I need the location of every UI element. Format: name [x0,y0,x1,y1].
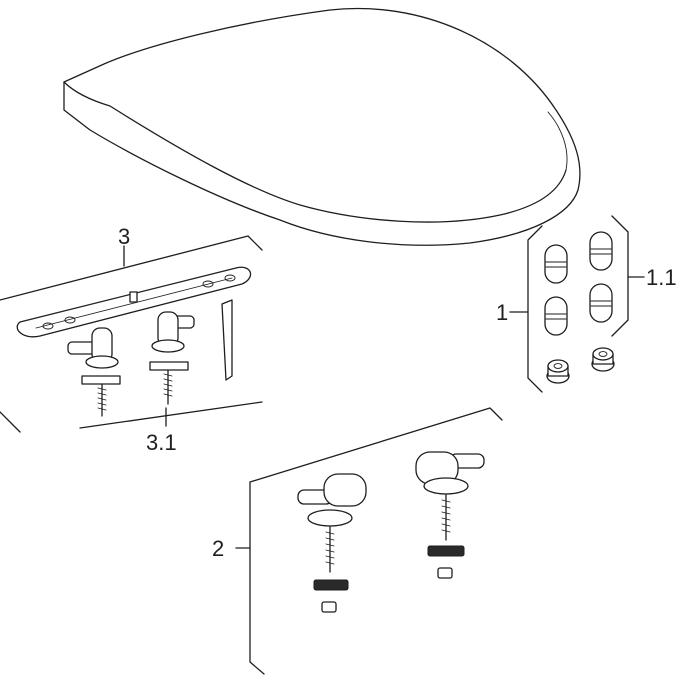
mounting-set-group-3 [0,235,263,433]
group-2-frame [249,407,503,675]
hinge-3-1 [149,311,195,405]
group-3-frame [0,235,263,433]
buffer-group-1 [509,215,645,393]
hinge-group-2 [235,407,503,675]
buffer-pad [589,231,613,271]
hinge-3-1 [67,327,121,417]
mounting-plate [16,266,252,338]
hex-key [221,299,233,381]
cap-nut [546,359,570,384]
label-part-3: 3 [118,224,130,249]
toilet-seat-lid [63,7,581,246]
label-part-3-1: 3.1 [146,430,177,455]
cap-nut [591,347,615,372]
hinge-post [297,473,367,613]
label-part-1-1: 1.1 [646,265,677,290]
buffer-pad [544,244,568,284]
label-part-1: 1 [496,300,508,325]
label-part-2: 2 [212,536,224,561]
group-1-bracket [527,225,543,393]
buffer-pad [544,296,568,336]
group-1-1-bracket [611,215,629,337]
hinge-post [415,451,485,579]
buffer-pad [589,283,613,323]
